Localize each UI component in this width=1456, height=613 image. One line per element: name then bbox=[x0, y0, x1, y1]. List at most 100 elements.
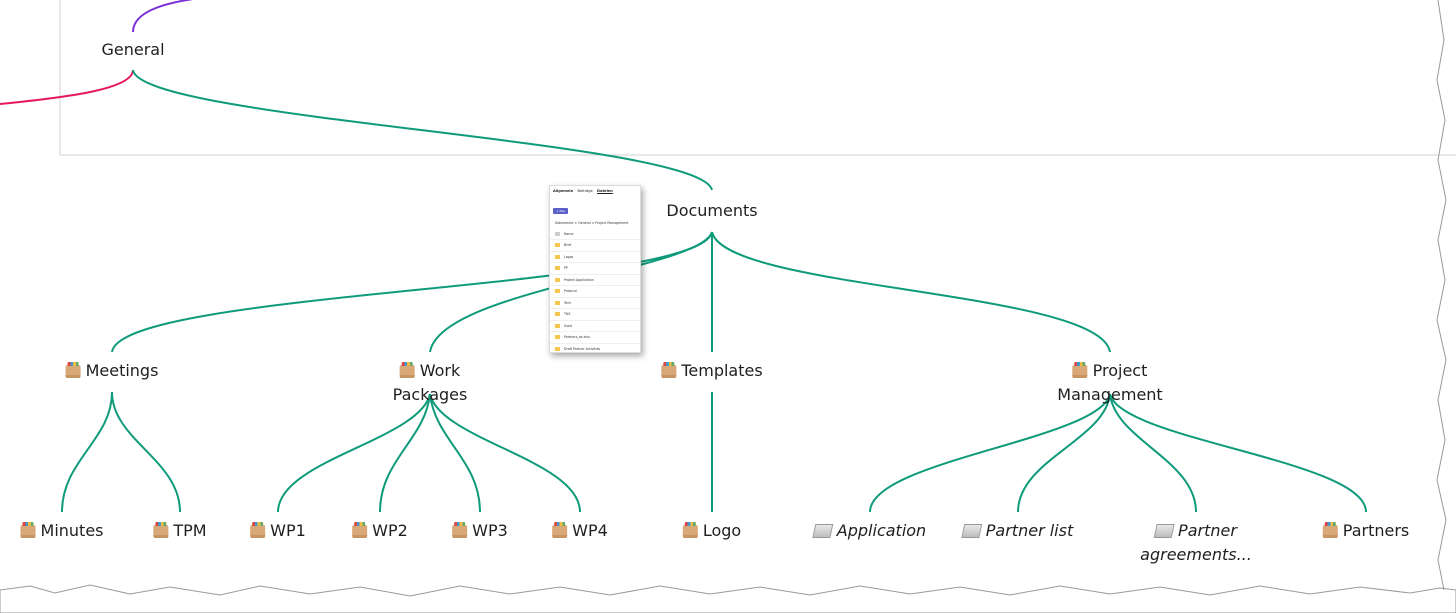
thumbnail-file-row: TNS bbox=[550, 309, 640, 321]
thumbnail-file-name: Project Application bbox=[564, 277, 594, 282]
folder-icon bbox=[555, 335, 560, 339]
node-label: TPM bbox=[173, 521, 207, 540]
folder-icon bbox=[555, 243, 560, 247]
node-label: WP4 bbox=[572, 521, 608, 540]
node-wp3[interactable]: WP3 bbox=[452, 519, 508, 543]
folder-icon bbox=[452, 522, 468, 538]
purple-branch bbox=[132, 0, 194, 33]
node-tpm[interactable]: TPM bbox=[153, 519, 207, 543]
folder-icon bbox=[661, 362, 677, 378]
thumbnail-file-name: Logos bbox=[564, 254, 574, 259]
node-label-line1: Work bbox=[419, 361, 461, 380]
node-label: Templates bbox=[681, 361, 763, 380]
thumbnail-file-row: Brief bbox=[550, 240, 640, 252]
frame-outline bbox=[59, 0, 1456, 156]
node-wp2[interactable]: WP2 bbox=[352, 519, 408, 543]
thumbnail-file-name: PP bbox=[564, 266, 568, 270]
thumbnail-file-name: Protocol bbox=[564, 289, 577, 293]
torn-edge-bottom bbox=[0, 584, 1456, 613]
thumbnail-title: Allgemein bbox=[553, 189, 574, 193]
folder-icon bbox=[682, 522, 698, 538]
thumbnail-file-row: Project Application bbox=[550, 275, 640, 286]
node-label-line2: Packages bbox=[392, 385, 468, 404]
thumbnail-file-name: TNS bbox=[564, 312, 571, 316]
node-label: WP3 bbox=[472, 521, 508, 540]
node-documents[interactable]: Documents bbox=[666, 201, 758, 220]
thumbnail-file-row: Draft Partner Activities bbox=[550, 344, 640, 353]
thumbnail-file-name: Tech bbox=[564, 300, 572, 305]
node-partners[interactable]: Partners bbox=[1322, 519, 1410, 543]
thumbnail-breadcrumb: Dokumente > General > Project Management bbox=[555, 221, 629, 225]
folder-icon bbox=[153, 522, 169, 538]
node-label: Application bbox=[836, 521, 927, 540]
node-label: WP2 bbox=[372, 521, 408, 540]
node-label: Partner list bbox=[985, 521, 1074, 540]
thumbnail-file-row: Name bbox=[550, 229, 640, 240]
folder-icon bbox=[250, 522, 266, 538]
folder-icon bbox=[65, 362, 81, 378]
projectmgmt-to-leaves bbox=[869, 393, 1367, 513]
node-label: Logo bbox=[702, 521, 742, 540]
folder-icon bbox=[555, 300, 560, 305]
thumbnail-file-row: Partners_ok.xlsx bbox=[550, 332, 640, 344]
node-label-line1: Partner bbox=[1178, 521, 1237, 540]
document-icon bbox=[1153, 524, 1175, 538]
pink-branch bbox=[0, 69, 134, 105]
node-minutes[interactable]: Minutes bbox=[20, 519, 104, 543]
folder-icon bbox=[555, 266, 560, 270]
thumbnail-tab: Beiträge bbox=[577, 189, 593, 193]
node-logo[interactable]: Logo bbox=[682, 519, 742, 543]
thumbnail-toolbar: + Neu bbox=[550, 195, 640, 218]
node-label: Meetings bbox=[85, 361, 159, 380]
documents-to-folders bbox=[111, 231, 1111, 353]
node-partner-list[interactable]: Partner list bbox=[961, 519, 1074, 543]
node-label-line2: agreements... bbox=[1140, 545, 1252, 564]
node-wp4[interactable]: WP4 bbox=[552, 519, 608, 543]
thumbnail-file-name: Name bbox=[564, 231, 574, 236]
node-wp1[interactable]: WP1 bbox=[250, 519, 306, 543]
node-meetings[interactable]: Meetings bbox=[65, 359, 159, 383]
folder-icon bbox=[20, 522, 36, 538]
folder-icon bbox=[352, 522, 368, 538]
thumbnail-file-row: Protocol bbox=[550, 286, 640, 298]
folder-icon bbox=[555, 346, 560, 351]
folder-icon bbox=[1072, 362, 1088, 378]
node-project-management[interactable]: Project Management bbox=[1057, 359, 1162, 407]
node-work-packages[interactable]: Work Packages bbox=[393, 359, 468, 407]
meetings-to-leaves bbox=[61, 391, 181, 513]
thumbnail-file-row: Used bbox=[550, 321, 640, 332]
thumbnail-file-row: PP bbox=[550, 263, 640, 275]
document-icon bbox=[961, 524, 983, 538]
folder-icon bbox=[399, 362, 415, 378]
node-label: Partners bbox=[1342, 521, 1410, 540]
torn-edge-right bbox=[1436, 0, 1447, 591]
folder-icon bbox=[555, 254, 560, 259]
thumbnail-tab: Dateien bbox=[597, 189, 613, 193]
folder-icon bbox=[555, 289, 560, 293]
document-icon bbox=[812, 524, 834, 538]
node-templates[interactable]: Templates bbox=[661, 359, 763, 383]
node-label-line1: Project bbox=[1092, 361, 1148, 380]
general-to-documents bbox=[132, 69, 713, 191]
thumbnail-file-name: Partners_ok.xlsx bbox=[564, 335, 590, 339]
node-label: WP1 bbox=[270, 521, 306, 540]
node-label-line2: Management bbox=[1057, 385, 1163, 404]
folder-icon bbox=[555, 323, 560, 328]
folder-icon bbox=[552, 522, 568, 538]
thumbnail-new-button: + Neu bbox=[553, 208, 569, 214]
node-general[interactable]: General bbox=[101, 40, 165, 59]
thumbnail-header: Allgemein Beiträge Dateien bbox=[550, 186, 640, 195]
thumbnail-file-row: Logos bbox=[550, 252, 640, 263]
thumbnail-file-name: Draft Partner Activities bbox=[564, 346, 601, 351]
thumbnail-file-name: Brief bbox=[564, 243, 572, 247]
node-application[interactable]: Application bbox=[812, 519, 927, 543]
thumbnail-file-row: Tech bbox=[550, 298, 640, 309]
folder-icon bbox=[555, 277, 560, 282]
node-label: Minutes bbox=[40, 521, 104, 540]
node-partner-agreements[interactable]: Partner agreements... bbox=[1140, 519, 1252, 567]
screenshot-thumbnail[interactable]: Allgemein Beiträge Dateien + Neu Dokumen… bbox=[549, 185, 641, 353]
file-icon bbox=[555, 231, 560, 236]
workpackages-to-leaves bbox=[277, 393, 581, 513]
